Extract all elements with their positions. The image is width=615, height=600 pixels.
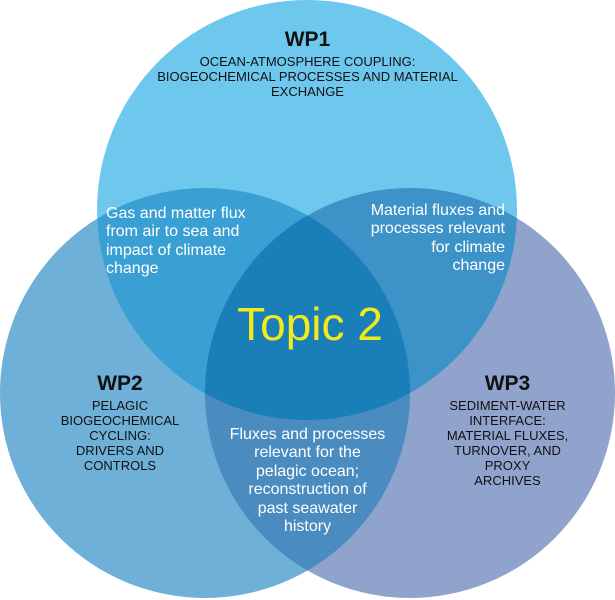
text-line: relevant for the: [254, 444, 361, 462]
text-line: ARCHIVES: [474, 472, 541, 488]
wp1-title: WP1: [284, 28, 331, 51]
text-line: impact of climate: [106, 241, 227, 259]
wp2-title: WP2: [97, 372, 143, 395]
text-line: Fluxes and processes: [229, 426, 386, 443]
wp3-label: WP3 SEDIMENT-WATER INTERFACE: MATERIAL F…: [425, 372, 590, 489]
text-line: TURNOVER, AND: [454, 442, 561, 458]
text-line: processes relevant: [370, 220, 505, 238]
text-line: change: [106, 260, 159, 278]
text-line: SEDIMENT-WATER: [449, 398, 566, 414]
wp1-wp2-overlap-text: Gas and matter flux from air to sea and …: [106, 205, 286, 279]
text-line: DRIVERS AND: [75, 442, 165, 458]
wp1-wp3-overlap-text: Material fluxes and processes relevant f…: [330, 202, 505, 276]
text-line: Material fluxes and: [370, 202, 505, 219]
text-line: PELAGIC: [91, 398, 149, 414]
wp1-description: OCEAN-ATMOSPHERE COUPLING: BIOGEOCHEMICA…: [100, 54, 515, 100]
text-line: past seawater: [257, 499, 358, 517]
text-line: BIOGEOCHEMICAL PROCESSES AND MATERIAL: [157, 69, 458, 85]
text-line: from air to sea and: [106, 223, 240, 241]
wp3-description: SEDIMENT-WATER INTERFACE: MATERIAL FLUXE…: [425, 398, 590, 489]
wp2-wp3-overlap-text: Fluxes and processes relevant for the pe…: [205, 426, 410, 536]
text-line: pelagic ocean;: [255, 462, 360, 480]
center-topic-label: Topic 2: [237, 298, 383, 350]
text-line: BIOGEOCHEMICAL: [60, 413, 180, 429]
text-line: history: [283, 517, 332, 535]
wp2-description: PELAGIC BIOGEOCHEMICAL CYCLING: DRIVERS …: [40, 398, 200, 474]
text-line: reconstruction of: [248, 481, 367, 499]
wp3-title: WP3: [484, 372, 531, 395]
text-line: OCEAN-ATMOSPHERE COUPLING:: [199, 54, 416, 70]
text-line: Gas and matter flux: [106, 205, 246, 222]
text-line: INTERFACE:: [469, 413, 546, 429]
text-line: PROXY: [484, 457, 531, 473]
wp1-label: WP1 OCEAN-ATMOSPHERE COUPLING: BIOGEOCHE…: [100, 28, 515, 100]
text-line: MATERIAL FLUXES,: [446, 428, 569, 444]
text-line: for climate: [431, 238, 505, 256]
wp2-label: WP2 PELAGIC BIOGEOCHEMICAL CYCLING: DRIV…: [40, 372, 200, 474]
text-line: CYCLING:: [89, 428, 151, 444]
center-overlap: [205, 188, 410, 420]
text-line: CONTROLS: [83, 457, 157, 473]
text-line: change: [452, 257, 506, 275]
text-line: EXCHANGE: [271, 84, 344, 100]
